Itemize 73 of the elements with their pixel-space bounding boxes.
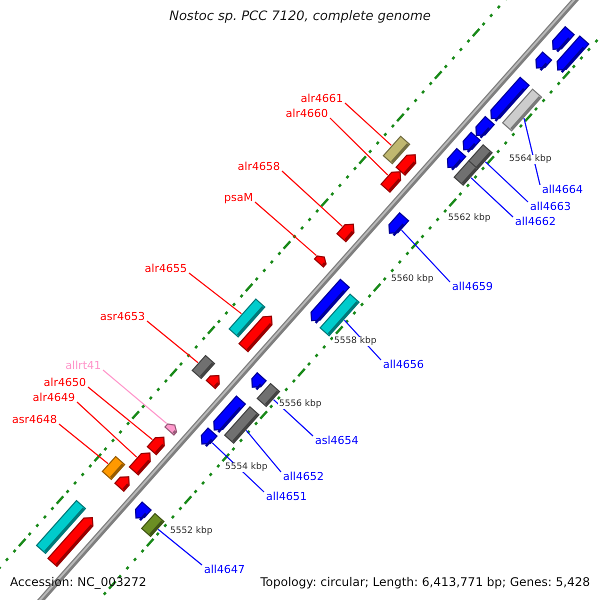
leader-line xyxy=(58,424,108,464)
scale-label: 5562 kbp xyxy=(447,214,492,223)
gene-label: all4656 xyxy=(383,359,424,370)
leader-line xyxy=(401,230,450,282)
gene-feature xyxy=(380,171,402,194)
gene-label: all4659 xyxy=(452,281,493,292)
gene-label: all4652 xyxy=(283,471,324,482)
gene-label: psaM xyxy=(224,192,253,203)
leader-line xyxy=(76,402,138,458)
gene-feature xyxy=(200,427,218,448)
scale-label: 5564 kbp xyxy=(508,155,552,164)
leader-line xyxy=(88,386,153,440)
leader-line xyxy=(254,202,317,256)
leader-line xyxy=(102,370,168,424)
gene-label: all4647 xyxy=(204,564,245,575)
leader-line xyxy=(188,272,242,314)
gene-label: all4663 xyxy=(530,201,571,212)
gene-feature xyxy=(140,512,165,538)
leader-line xyxy=(470,177,514,218)
title: Nostoc sp. PCC 7120, complete genome xyxy=(169,10,431,23)
gene-label: alr4660 xyxy=(286,108,328,119)
gene-label: alr4650 xyxy=(44,377,86,388)
scale-label: 5556 kbp xyxy=(278,400,322,409)
leader-line xyxy=(158,528,202,566)
gene-label: alr4655 xyxy=(144,263,187,274)
gene-feature xyxy=(191,354,216,380)
leader-line xyxy=(330,118,388,176)
leader-line xyxy=(273,399,314,436)
leader-line xyxy=(282,170,343,227)
gene-feature xyxy=(102,456,126,480)
gene-feature xyxy=(47,516,94,568)
accession-text: Accession: NC_003272 xyxy=(10,576,146,588)
gene-label: all4664 xyxy=(542,184,583,195)
leader-line xyxy=(484,161,528,202)
gene-feature xyxy=(251,372,267,390)
leader-line xyxy=(523,118,541,186)
gene-feature xyxy=(336,224,354,243)
gene-feature xyxy=(310,278,350,324)
leader-line xyxy=(344,102,392,146)
gene-feature xyxy=(213,395,246,434)
gene-feature xyxy=(462,131,482,153)
scale-label: 5558 kbp xyxy=(333,337,378,346)
gene-label: alr4649 xyxy=(32,392,75,403)
gene-label: all4662 xyxy=(515,216,556,227)
gene-label: asr4648 xyxy=(12,414,57,425)
gene-feature xyxy=(395,154,416,176)
gene-label: allrt41 xyxy=(65,360,101,371)
gene-label: alr4658 xyxy=(238,161,280,172)
gene-feature xyxy=(490,76,530,122)
gene-feature xyxy=(446,148,467,171)
gene-feature xyxy=(134,501,152,522)
scale-label: 5554 kbp xyxy=(224,463,268,472)
gene-feature xyxy=(453,160,479,186)
gene-label: all4651 xyxy=(266,491,307,502)
gene-feature xyxy=(146,436,165,456)
gene-label: asr4653 xyxy=(100,311,145,322)
gene-label: alr4661 xyxy=(300,93,343,104)
leader-line xyxy=(146,320,198,364)
gene-feature xyxy=(388,212,410,236)
genome-info-text: Topology: circular; Length: 6,413,771 bp; Genes: 5,428 xyxy=(260,576,590,588)
gene-feature xyxy=(535,51,552,72)
gene-feature xyxy=(475,116,496,139)
gene-feature xyxy=(164,423,178,436)
gene-feature xyxy=(205,374,220,390)
gene-feature xyxy=(114,476,130,492)
gene-label: asl4654 xyxy=(315,435,359,446)
scale-label: 5552 kbp xyxy=(169,527,214,536)
gene-feature xyxy=(238,316,273,353)
scale-label: 5560 kbp xyxy=(390,275,434,284)
gene-feature xyxy=(314,255,327,268)
leader-line xyxy=(246,430,282,472)
gene-feature xyxy=(128,452,151,476)
gene-feature xyxy=(552,26,576,52)
